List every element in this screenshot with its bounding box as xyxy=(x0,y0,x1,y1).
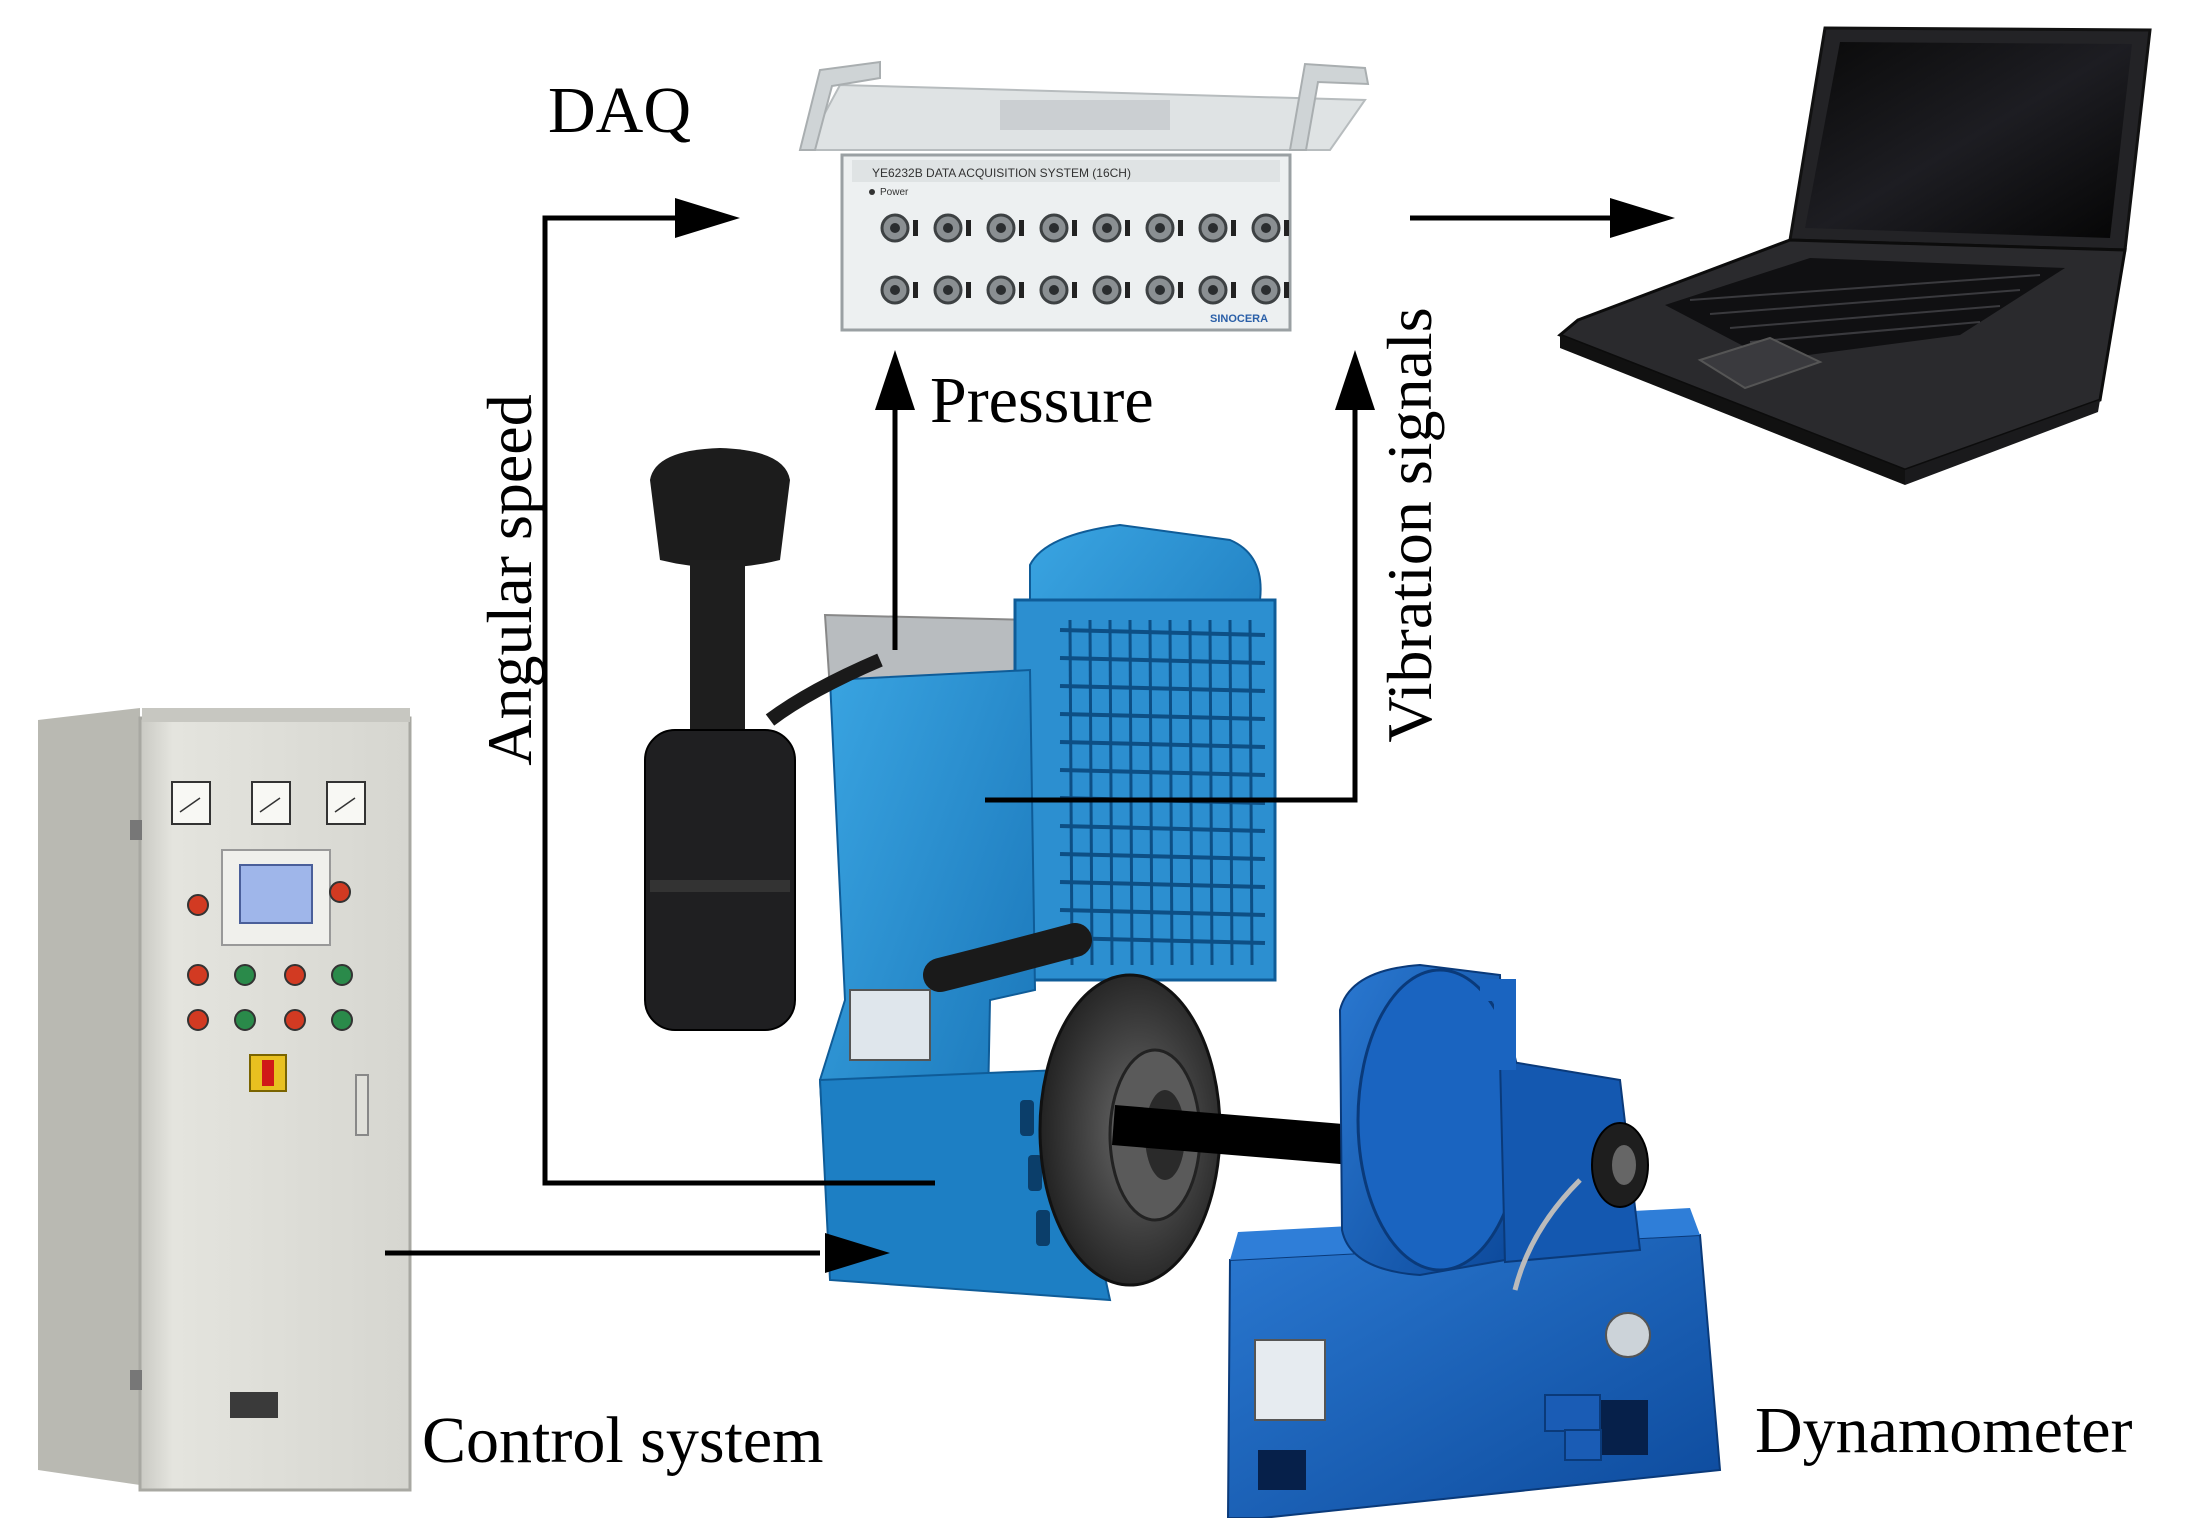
label-vibration-signals: Vibration signals xyxy=(1374,307,1445,743)
radiator-fin xyxy=(1148,619,1154,966)
radiator-fin xyxy=(1128,619,1134,966)
radiator-fin xyxy=(1208,619,1214,966)
arrowhead-pressure xyxy=(875,350,915,410)
arrowhead-angular-speed xyxy=(675,198,740,238)
control-cabinet xyxy=(38,708,412,1492)
radiator-fin xyxy=(1108,619,1114,966)
cabinet-button xyxy=(329,881,351,903)
bnc-connector xyxy=(1198,213,1236,243)
bnc-connector xyxy=(933,275,971,305)
radiator-grille xyxy=(1059,619,1266,966)
arrowhead-vibration xyxy=(1335,350,1375,410)
cabinet-button xyxy=(331,1009,353,1031)
cabinet-button xyxy=(187,964,209,986)
vibration-line xyxy=(985,405,1358,803)
radiator-fin xyxy=(1248,619,1254,966)
bnc-connector xyxy=(1251,213,1289,243)
label-daq: DAQ xyxy=(548,74,691,147)
arrowhead-laptop xyxy=(1610,198,1675,238)
cabinet-buttons xyxy=(187,881,353,1031)
label-dynamometer: Dynamometer xyxy=(1755,1394,2133,1467)
bnc-connector xyxy=(1145,275,1183,305)
angular-speed-line xyxy=(542,215,935,1186)
cabinet-button xyxy=(234,1009,256,1031)
cabinet-button xyxy=(284,1009,306,1031)
radiator-fin xyxy=(1068,619,1074,966)
arrowheads xyxy=(675,198,1675,1273)
cabinet-button xyxy=(284,964,306,986)
bnc-connector xyxy=(986,213,1024,243)
cabinet-button xyxy=(234,964,256,986)
cabinet-button xyxy=(331,964,353,986)
bnc-connector xyxy=(986,275,1024,305)
bnc-connector xyxy=(880,275,918,305)
daq-power-label: Power xyxy=(880,187,909,198)
bnc-connector xyxy=(1039,275,1077,305)
cabinet-button xyxy=(187,894,209,916)
bnc-connector xyxy=(1092,213,1130,243)
radiator-fin xyxy=(1168,619,1174,966)
daq-header-text: YE6232B DATA ACQUISITION SYSTEM (16CH) xyxy=(872,166,1131,180)
bnc-connector xyxy=(1039,213,1077,243)
arrowhead-control xyxy=(825,1233,890,1273)
cabinet-button xyxy=(187,1009,209,1031)
label-control-system: Control system xyxy=(422,1404,824,1477)
radiator-fin xyxy=(1188,619,1194,966)
diesel-engine xyxy=(644,448,1277,1302)
label-pressure: Pressure xyxy=(930,364,1154,437)
bnc-connector xyxy=(1198,275,1236,305)
radiator-fin xyxy=(1088,619,1094,966)
dynamometer xyxy=(1226,963,1722,1519)
bnc-connector xyxy=(933,213,971,243)
daq-device: YE6232B DATA ACQUISITION SYSTEM (16CH) P… xyxy=(798,60,1370,332)
coupling-shaft xyxy=(1112,1105,1355,1165)
bnc-connector xyxy=(880,213,918,243)
label-angular-speed: Angular speed xyxy=(474,394,545,766)
bnc-connector xyxy=(1092,275,1130,305)
bnc-connector xyxy=(1145,213,1183,243)
signal-paths xyxy=(385,215,1610,1256)
laptop xyxy=(1557,26,2152,485)
radiator-fin xyxy=(1228,619,1234,966)
daq-connectors xyxy=(880,213,1289,305)
daq-brand: SINOCERA xyxy=(1210,313,1268,325)
bnc-connector xyxy=(1251,275,1289,305)
